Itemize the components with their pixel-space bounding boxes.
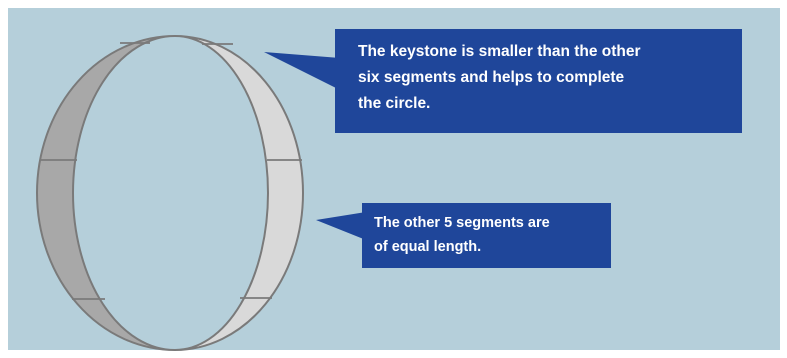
segments-callout: The other 5 segments are of equal length… — [362, 203, 611, 268]
segments-callout-text: The other 5 segments are of equal length… — [374, 215, 550, 255]
ring-front-band — [174, 35, 304, 351]
keystone-callout-pointer — [264, 52, 340, 90]
ring-back-band — [36, 35, 176, 351]
keystone-callout: The keystone is smaller than the other s… — [335, 29, 742, 133]
segments-callout-pointer — [316, 212, 366, 240]
back-segment-dividers — [41, 42, 150, 300]
front-segment-dividers — [202, 43, 302, 299]
keystone-callout-text: The keystone is smaller than the other s… — [358, 43, 641, 112]
